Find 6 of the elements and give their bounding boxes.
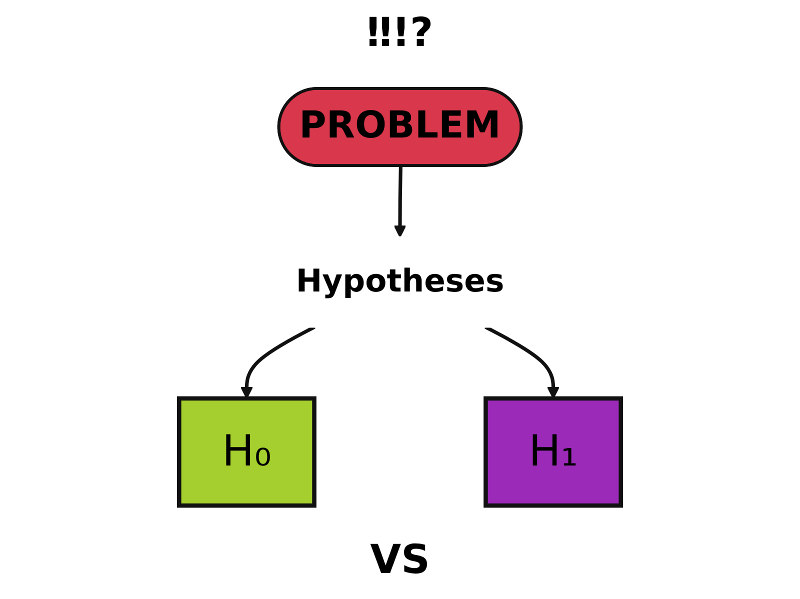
node-box: H₁	[484, 396, 623, 508]
node-text: Hypotheses	[296, 264, 504, 300]
versus-label: VS	[370, 537, 430, 583]
exclamation-text: ‼!?	[366, 10, 434, 56]
arrow	[394, 166, 406, 238]
node-box: H₀	[177, 396, 316, 508]
